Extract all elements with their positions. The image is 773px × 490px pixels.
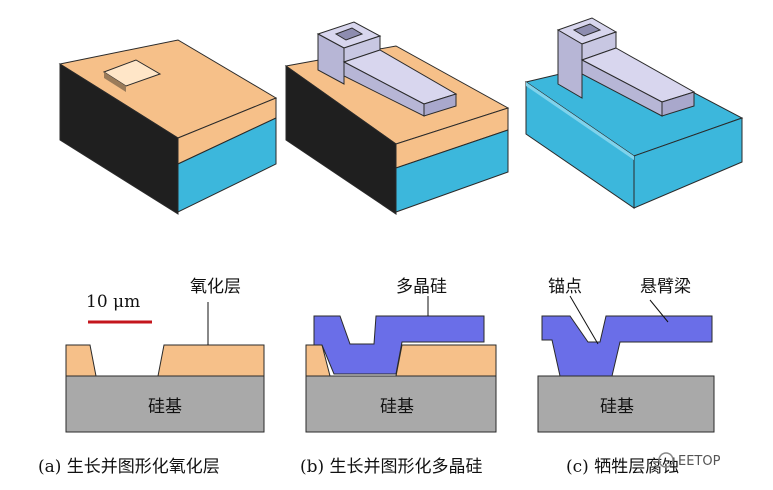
watermark-text: EETOP: [678, 454, 721, 469]
label-scale: 10 μm: [86, 292, 140, 312]
cross-section-c: [537, 295, 715, 433]
wechat-icon: [658, 452, 674, 468]
label-anchor: 锚点: [548, 277, 582, 297]
label-polysilicon: 多晶硅: [396, 277, 447, 297]
label-oxide-layer: 氧化层: [190, 277, 241, 297]
block-3d-b: [284, 21, 510, 215]
caption-b: (b) 生长并图形化多晶硅: [300, 457, 483, 477]
caption-c: (c) 牺牲层腐蚀: [566, 457, 679, 477]
block-3d-a: [58, 39, 278, 215]
watermark: EETOP: [658, 452, 721, 469]
label-substrate-c: 硅基: [600, 397, 634, 417]
caption-a: (a) 生长并图形化氧化层: [38, 457, 220, 477]
cross-section-b: [305, 296, 497, 433]
cross-section-a: [65, 302, 265, 433]
label-substrate-a: 硅基: [148, 397, 182, 417]
label-substrate-b: 硅基: [380, 397, 414, 417]
label-cantilever: 悬臂梁: [640, 277, 691, 297]
block-3d-c: [524, 17, 744, 209]
